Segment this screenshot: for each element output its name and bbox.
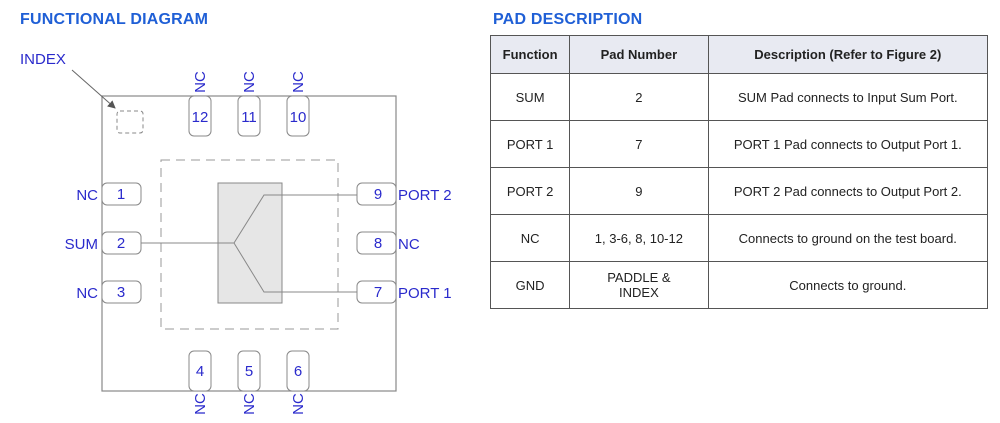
pad-name: PORT 2: [398, 187, 452, 204]
function-cell: GND: [489, 261, 571, 309]
pad-outline: [356, 182, 397, 206]
function-cell: SUM: [489, 73, 571, 121]
pad-outline: [101, 231, 142, 255]
pad-name: NC: [241, 71, 258, 93]
function-cell: PORT 1: [489, 120, 571, 168]
pad-5: 5NC: [237, 350, 261, 415]
pad-outline: [356, 231, 397, 255]
index-mark: [116, 110, 144, 134]
pad-11: 11 NC: [237, 71, 261, 137]
pad-outline: [101, 182, 142, 206]
pad-name: NC: [192, 393, 209, 415]
pad-number: 1: [117, 186, 125, 203]
pad-outline: [286, 350, 310, 392]
index-label: INDEX: [20, 51, 66, 68]
pad-name: NC: [290, 71, 307, 93]
trace-port1: [233, 242, 357, 293]
pad-name: NC: [290, 393, 307, 415]
pad-number: 11: [241, 109, 257, 126]
pad-4: 4NC: [188, 350, 212, 415]
pad-name: NC: [76, 285, 98, 302]
column-header: Pad Number: [569, 35, 709, 74]
pad-number: 10: [290, 109, 307, 126]
pad-number-cell: 2: [569, 73, 709, 121]
pad-name: NC: [398, 236, 420, 253]
trace-port2: [141, 194, 357, 244]
description-cell: PORT 2 Pad connects to Output Port 2.: [707, 167, 989, 215]
description-cell: Connects to ground.: [707, 261, 989, 309]
pad-outline: [286, 95, 310, 137]
pad-outline: [237, 95, 261, 137]
paddle-outline: [160, 159, 339, 330]
description-cell: SUM Pad connects to Input Sum Port.: [707, 73, 989, 121]
pad-number: 6: [294, 363, 302, 380]
pad-outline: [188, 95, 212, 137]
pad-number: 5: [245, 363, 253, 380]
pad-outline: [356, 280, 397, 304]
pad-number-cell: PADDLE & INDEX: [569, 261, 709, 309]
functional-diagram-title: FUNCTIONAL DIAGRAM: [20, 11, 209, 28]
function-cell: PORT 2: [489, 167, 571, 215]
pad-number: 3: [117, 284, 125, 301]
description-cell: Connects to ground on the test board.: [707, 214, 989, 262]
pad-6: 6NC: [286, 350, 310, 415]
pad-name: SUM: [65, 236, 98, 253]
column-header: Description (Refer to Figure 2): [707, 35, 989, 74]
pad-1: 1 NC: [76, 182, 142, 206]
pad-12: 12 NC: [188, 71, 212, 137]
pad-number-cell: 9: [569, 167, 709, 215]
pad-7: 7 PORT 1: [356, 280, 452, 304]
description-cell: PORT 1 Pad connects to Output Port 1.: [707, 120, 989, 168]
index-arrow: [71, 69, 116, 109]
pad-2: 2 SUM: [65, 231, 142, 255]
pad-outline: [188, 350, 212, 392]
pad-10: 10 NC: [286, 71, 310, 137]
pad-8: 8 NC: [356, 231, 420, 255]
pad-number: 7: [374, 284, 382, 301]
pad-description-title: PAD DESCRIPTION: [493, 11, 643, 28]
pad-number-cell: 1, 3-6, 8, 10-12: [569, 214, 709, 262]
pad-outline: [237, 350, 261, 392]
pad-name: NC: [241, 393, 258, 415]
pad-9: 9 PORT 2: [356, 182, 452, 206]
pad-number: 12: [192, 109, 209, 126]
pad-name: NC: [76, 187, 98, 204]
pad-name: NC: [192, 71, 209, 93]
pad-3: 3 NC: [76, 280, 142, 304]
column-header: Function: [489, 35, 571, 74]
pad-outline: [101, 280, 142, 304]
pad-number: 4: [196, 363, 204, 380]
pad-number-cell: 7: [569, 120, 709, 168]
function-cell: NC: [489, 214, 571, 262]
pad-number: 9: [374, 186, 382, 203]
pad-number: 8: [374, 235, 382, 252]
pad-name: PORT 1: [398, 285, 452, 302]
pad-number: 2: [117, 235, 125, 252]
